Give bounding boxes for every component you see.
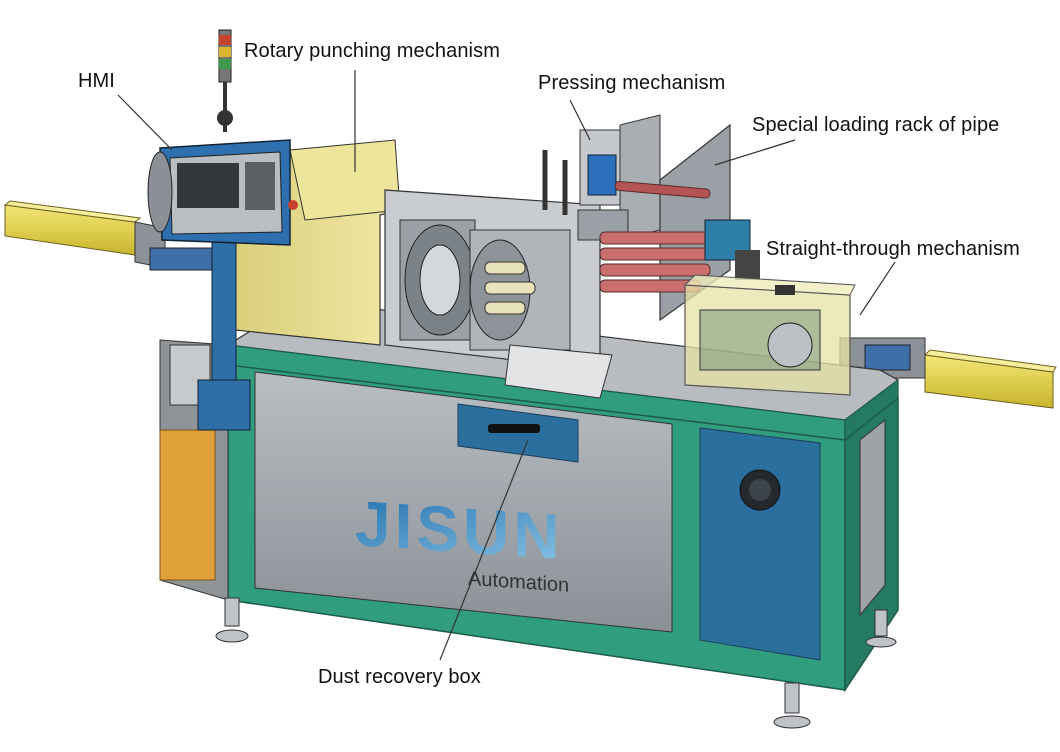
label-loading-rack: Special loading rack of pipe xyxy=(752,114,1000,136)
label-hmi: HMI xyxy=(78,70,115,92)
leader-lines xyxy=(117,70,896,661)
straight-through-housing xyxy=(683,274,856,396)
dust-box-leader xyxy=(439,439,529,661)
pipe-loading-rack xyxy=(599,123,760,322)
label-pressing: Pressing mechanism xyxy=(538,72,726,94)
label-dust-box: Dust recovery box xyxy=(318,666,481,688)
label-straight-through: Straight-through mechanism xyxy=(766,238,1020,260)
punching-frame xyxy=(384,150,613,399)
left-feed-rail xyxy=(3,200,221,271)
label-rotary-punching: Rotary punching mechanism xyxy=(244,40,500,62)
hmi-assembly xyxy=(147,29,298,431)
straight-through-leader xyxy=(859,261,896,316)
loading-rack-leader xyxy=(714,139,796,166)
pressing-leader xyxy=(569,99,591,141)
brand-name: JISUN xyxy=(355,487,563,573)
brand-logo: JISUN Automation xyxy=(355,487,569,597)
right-feed-rail xyxy=(839,337,1057,409)
pressing-mechanism xyxy=(577,114,661,241)
hmi-leader xyxy=(117,94,173,151)
